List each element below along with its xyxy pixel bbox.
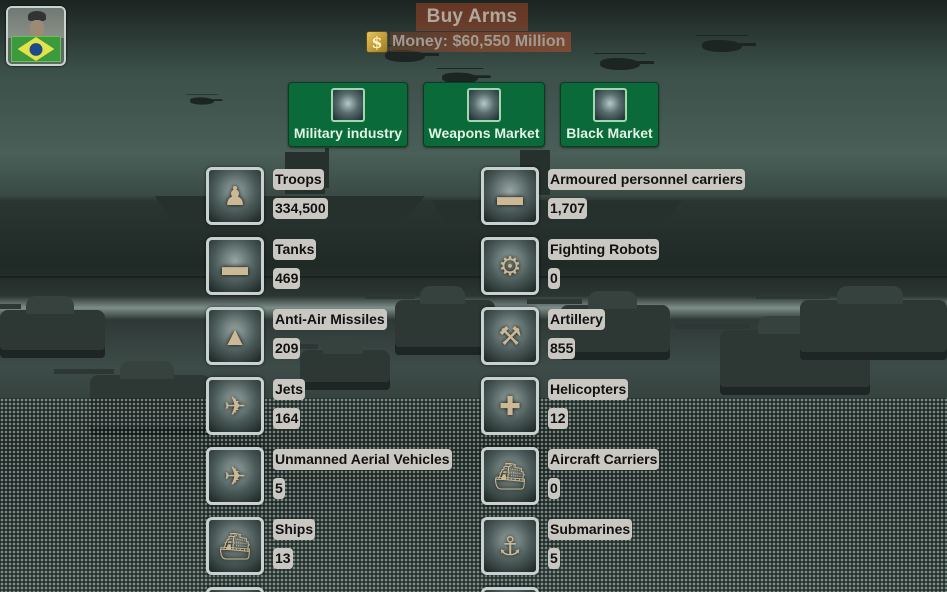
market-button-label: Weapons Market xyxy=(428,125,540,141)
tank-silhouette xyxy=(755,286,947,360)
page-title-block: Buy Arms xyxy=(416,3,528,31)
unit-helicopters[interactable]: ✚ Helicopters 12 xyxy=(481,377,629,437)
unit-count: 0 xyxy=(548,478,560,499)
unit-count: 209 xyxy=(273,338,301,359)
aircraft-carrier-icon: ⛴ xyxy=(481,447,539,505)
soldier-icon: ♟ xyxy=(206,167,264,225)
unit-aircraft-carriers[interactable]: ⛴ Aircraft Carriers 0 xyxy=(481,447,660,507)
market-button-label: Military industry xyxy=(293,125,403,141)
unit-troops[interactable]: ♟ Troops 334,500 xyxy=(206,167,328,227)
unit-next-partial[interactable] xyxy=(206,587,264,592)
unit-name: Anti-Air Missiles xyxy=(273,309,387,330)
helicopter-silhouette xyxy=(696,35,756,52)
unit-name: Tanks xyxy=(273,239,317,260)
unit-artillery[interactable]: ⚒ Artillery 855 xyxy=(481,307,605,367)
unit-name: Armoured personnel carriers xyxy=(548,169,745,190)
money-icon: $ xyxy=(366,31,388,53)
unit-apc[interactable]: ▬ Armoured personnel carriers 1,707 xyxy=(481,167,745,227)
unit-count: 13 xyxy=(273,548,293,569)
unit-count: 5 xyxy=(273,478,285,499)
tank-silhouette xyxy=(365,286,495,355)
unit-count: 855 xyxy=(548,338,576,359)
apc-icon: ▬ xyxy=(481,167,539,225)
unit-name: Jets xyxy=(273,379,306,400)
ship-mast xyxy=(325,148,329,188)
unit-count: 334,500 xyxy=(273,198,328,219)
unit-name: Ships xyxy=(273,519,316,540)
general-portrait xyxy=(8,8,64,38)
unit-fighting-robots[interactable]: ⚙ Fighting Robots 0 xyxy=(481,237,660,297)
unit-count: 5 xyxy=(548,548,560,569)
drone-icon: ✈ xyxy=(206,447,264,505)
unit-count: 12 xyxy=(548,408,568,429)
shoreline xyxy=(0,276,947,278)
black-market-button[interactable]: Black Market xyxy=(560,82,659,147)
unit-name: Submarines xyxy=(548,519,633,540)
unit-icon xyxy=(481,587,539,592)
market-button-label: Black Market xyxy=(566,125,653,141)
ship-icon: ⛴ xyxy=(206,517,264,575)
unit-name: Artillery xyxy=(548,309,605,330)
unit-count: 1,707 xyxy=(548,198,588,219)
unit-next-partial[interactable] xyxy=(481,587,539,592)
helicopter-silhouette xyxy=(186,94,223,105)
unit-anti-air-missiles[interactable]: ▲ Anti-Air Missiles 209 xyxy=(206,307,387,367)
unit-count: 469 xyxy=(273,268,301,289)
unit-name: Helicopters xyxy=(548,379,629,400)
money-display: $ Money: $60,550 Million xyxy=(366,31,572,53)
factory-icon xyxy=(331,88,365,122)
unit-tanks[interactable]: ▬ Tanks 469 xyxy=(206,237,317,297)
unit-name: Fighting Robots xyxy=(548,239,660,260)
profile-flag-button[interactable] xyxy=(6,6,66,66)
unit-name: Aircraft Carriers xyxy=(548,449,660,470)
unit-icon xyxy=(206,587,264,592)
helicopter-silhouette xyxy=(436,68,491,84)
money-label: Money: $60,550 Million xyxy=(390,32,572,52)
unit-name: Troops xyxy=(273,169,324,190)
helicopter-silhouette xyxy=(594,53,654,70)
submarine-icon: ⚓ xyxy=(481,517,539,575)
unit-uav[interactable]: ✈ Unmanned Aerial Vehicles 5 xyxy=(206,447,452,507)
weapons-market-button[interactable]: Weapons Market xyxy=(423,82,545,147)
unit-submarines[interactable]: ⚓ Submarines 5 xyxy=(481,517,633,577)
black-market-globe-icon xyxy=(592,88,627,122)
unit-name: Unmanned Aerial Vehicles xyxy=(273,449,452,470)
artillery-icon: ⚒ xyxy=(481,307,539,365)
page-title: Buy Arms xyxy=(426,6,518,27)
robot-icon: ⚙ xyxy=(481,237,539,295)
unit-jets[interactable]: ✈ Jets 164 xyxy=(206,377,306,437)
tank-silhouette xyxy=(54,361,210,435)
helicopter-icon: ✚ xyxy=(481,377,539,435)
unit-count: 0 xyxy=(548,268,560,289)
jet-icon: ✈ xyxy=(206,377,264,435)
missile-launcher-icon: ▲ xyxy=(206,307,264,365)
tank-icon: ▬ xyxy=(206,237,264,295)
military-industry-button[interactable]: Military industry xyxy=(288,82,408,147)
brazil-flag-icon xyxy=(11,36,61,62)
unit-count: 164 xyxy=(273,408,301,429)
tank-silhouette xyxy=(0,296,105,358)
unit-ships[interactable]: ⛴ Ships 13 xyxy=(206,517,316,577)
globe-dollar-icon xyxy=(467,88,501,122)
